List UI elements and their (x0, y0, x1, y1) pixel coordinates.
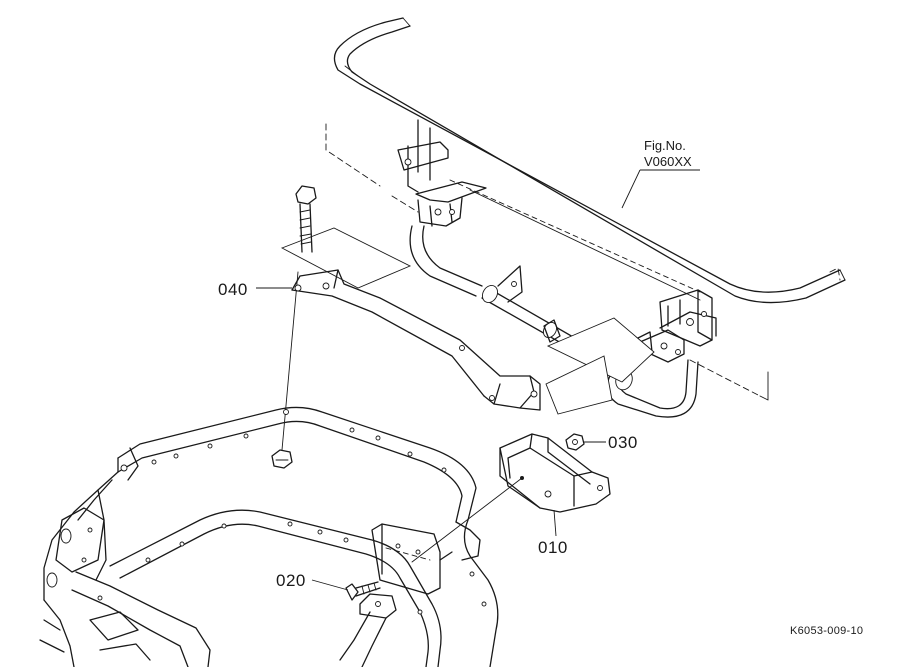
leader-fig-ref (621, 169, 700, 209)
part-label-040: 040 (218, 280, 248, 299)
drawing-code: K6053-009-10 (790, 625, 864, 637)
part-030-nut (565, 433, 606, 451)
part-label-020: 020 (276, 571, 306, 590)
part-label-030: 030 (608, 433, 638, 452)
figure-ref-line2: V060XX (644, 154, 692, 169)
frame-nut (271, 449, 293, 469)
part-010-bracket (499, 433, 611, 537)
figure-ref-line1: Fig.No. (644, 138, 686, 153)
part-label-010: 010 (538, 538, 568, 557)
part-040-mounting-bar (281, 185, 541, 451)
part-020-bolt (311, 579, 381, 601)
chassis-frame (39, 406, 524, 667)
mounting-plane-patches (280, 227, 655, 415)
